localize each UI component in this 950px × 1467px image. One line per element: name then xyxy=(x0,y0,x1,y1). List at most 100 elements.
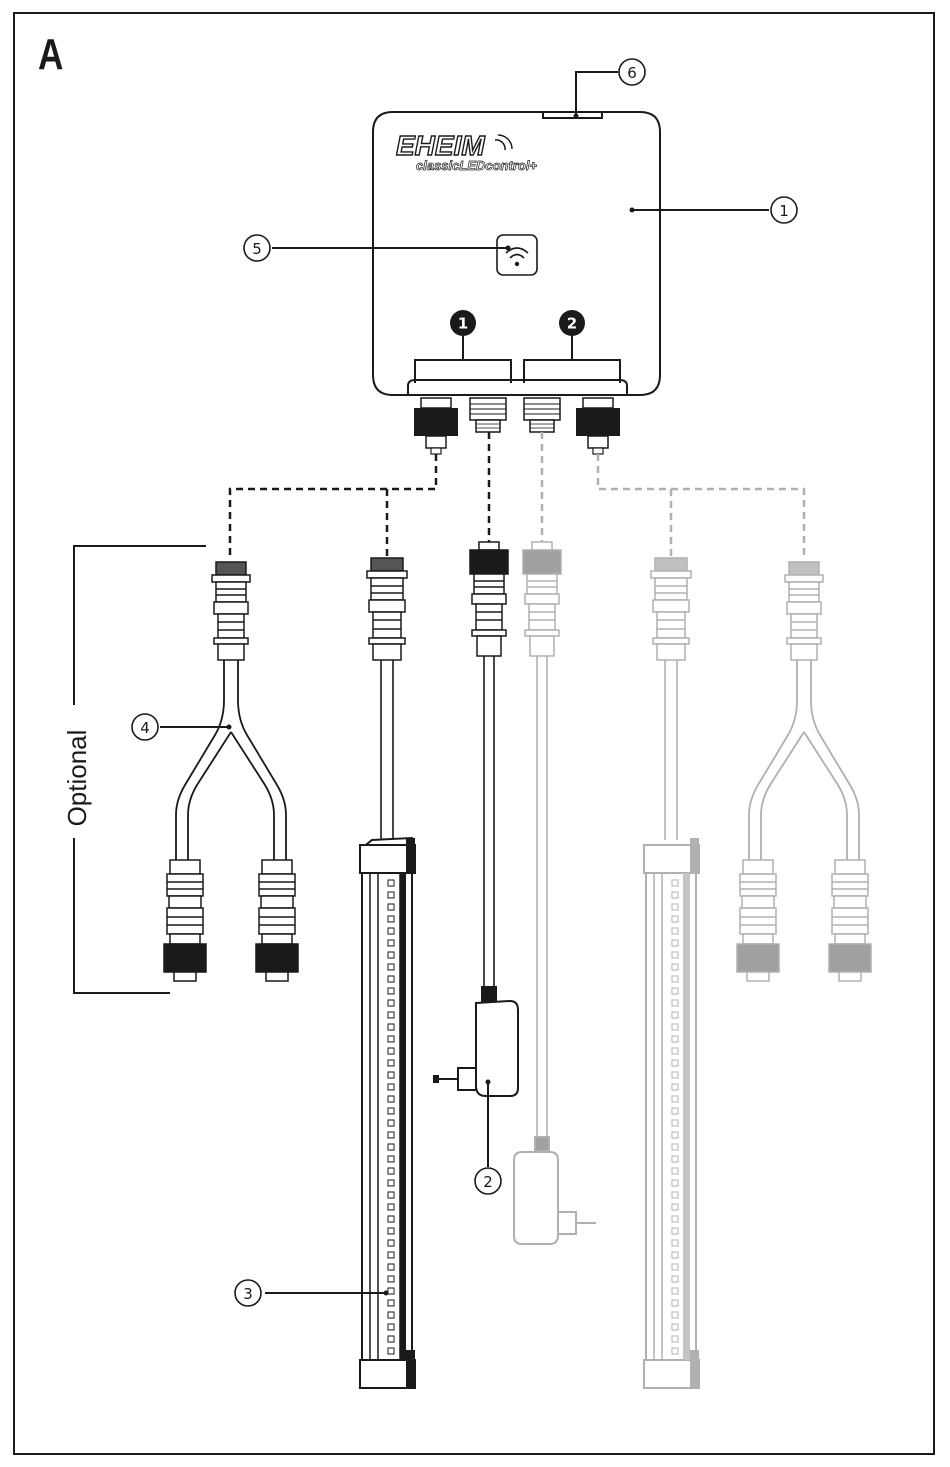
led-chip xyxy=(388,1096,394,1102)
led-chip xyxy=(672,1348,678,1354)
connection-lines-faded xyxy=(542,432,804,560)
led-chip xyxy=(672,1072,678,1078)
led-chip xyxy=(672,952,678,958)
led-chip xyxy=(388,1348,394,1354)
led-chip xyxy=(672,988,678,994)
led-chip xyxy=(388,1216,394,1222)
led-chip xyxy=(672,1264,678,1270)
wifi-button[interactable] xyxy=(497,235,537,275)
led-chip xyxy=(672,1048,678,1054)
callout-4: 4 xyxy=(132,714,232,740)
product-name: classicLEDcontrol+ xyxy=(416,158,537,173)
power-supply-cable xyxy=(484,656,494,990)
y-splitter-cable-faded xyxy=(749,660,859,862)
callout-6: 6 xyxy=(574,59,646,119)
led-chip xyxy=(672,1024,678,1030)
led-chip xyxy=(672,1336,678,1342)
led-chip xyxy=(672,880,678,886)
led-chip xyxy=(672,904,678,910)
led-chip xyxy=(672,928,678,934)
y-splitter-connector-faded xyxy=(785,562,823,660)
led-chip xyxy=(388,1252,394,1258)
callout-5-label: 5 xyxy=(252,240,262,258)
y-splitter-output-left-faded xyxy=(737,860,779,981)
led-chip xyxy=(672,1180,678,1186)
led-chip xyxy=(388,1144,394,1150)
led-chip xyxy=(388,1312,394,1318)
led-chip xyxy=(672,1204,678,1210)
led-chip xyxy=(672,940,678,946)
controller-port-b xyxy=(470,398,506,432)
callout-1-label: 1 xyxy=(779,202,789,220)
power-supply-cable-faded xyxy=(537,656,547,1140)
led-chip xyxy=(388,1228,394,1234)
led-chip xyxy=(672,1288,678,1294)
y-splitter-cable xyxy=(176,660,286,862)
led-chip xyxy=(388,1264,394,1270)
led-chip xyxy=(672,1300,678,1306)
led-chip xyxy=(388,1168,394,1174)
led-chip xyxy=(388,1192,394,1198)
light-bar-cable xyxy=(381,660,393,840)
led-chip xyxy=(388,1036,394,1042)
led-chip xyxy=(672,916,678,922)
led-chip xyxy=(672,1120,678,1126)
callout-3-label: 3 xyxy=(243,1285,253,1303)
led-chip xyxy=(672,1108,678,1114)
led-light-bar xyxy=(360,838,415,1388)
optional-label: Optional xyxy=(62,730,92,827)
led-chip xyxy=(388,1180,394,1186)
power-supply-connector xyxy=(470,542,508,656)
controller-port-d xyxy=(576,398,620,454)
led-chip xyxy=(672,1096,678,1102)
brand-logo-text: EHEIM xyxy=(396,130,485,161)
led-chip xyxy=(388,1156,394,1162)
led-chip xyxy=(388,1204,394,1210)
y-splitter-connector xyxy=(212,562,250,660)
led-chip xyxy=(672,892,678,898)
led-chip xyxy=(672,1132,678,1138)
light-bar-cable-faded xyxy=(665,660,677,840)
led-chip xyxy=(388,1024,394,1030)
callout-4-label: 4 xyxy=(140,719,150,737)
led-chip xyxy=(388,976,394,982)
power-supply-connector-faded xyxy=(523,542,561,656)
led-chip xyxy=(672,1000,678,1006)
power-supply-adapter xyxy=(434,987,518,1096)
led-chip xyxy=(672,1060,678,1066)
y-splitter-output-right-faded xyxy=(829,860,871,981)
led-chip xyxy=(388,880,394,886)
controller-port-c xyxy=(524,398,560,432)
callout-6-label: 6 xyxy=(627,64,637,82)
light-bar-connector-faded xyxy=(651,558,691,660)
led-chip xyxy=(388,928,394,934)
led-chip xyxy=(388,964,394,970)
led-chip xyxy=(388,1276,394,1282)
led-chip xyxy=(388,904,394,910)
led-chip xyxy=(672,1276,678,1282)
light-bar-connector xyxy=(367,558,407,660)
led-chip xyxy=(388,892,394,898)
led-chip xyxy=(388,940,394,946)
led-light-bar-faded xyxy=(644,838,699,1388)
led-chip xyxy=(388,1300,394,1306)
led-chip xyxy=(672,1156,678,1162)
led-chip xyxy=(388,1048,394,1054)
connection-lines-dark xyxy=(230,432,489,560)
led-chip xyxy=(388,1072,394,1078)
led-chip xyxy=(388,1012,394,1018)
led-chip xyxy=(388,1324,394,1330)
port-group-2-label: 2 xyxy=(567,315,577,333)
led-chip xyxy=(672,1324,678,1330)
led-chip xyxy=(388,1288,394,1294)
callout-2-label: 2 xyxy=(483,1173,493,1191)
y-splitter-output-right xyxy=(256,860,298,981)
led-chip xyxy=(672,1084,678,1090)
led-chip xyxy=(388,988,394,994)
led-chip xyxy=(388,1084,394,1090)
port-group-1-label: 1 xyxy=(458,315,468,333)
led-chip xyxy=(388,1336,394,1342)
led-chip xyxy=(672,1192,678,1198)
led-chip xyxy=(388,1060,394,1066)
